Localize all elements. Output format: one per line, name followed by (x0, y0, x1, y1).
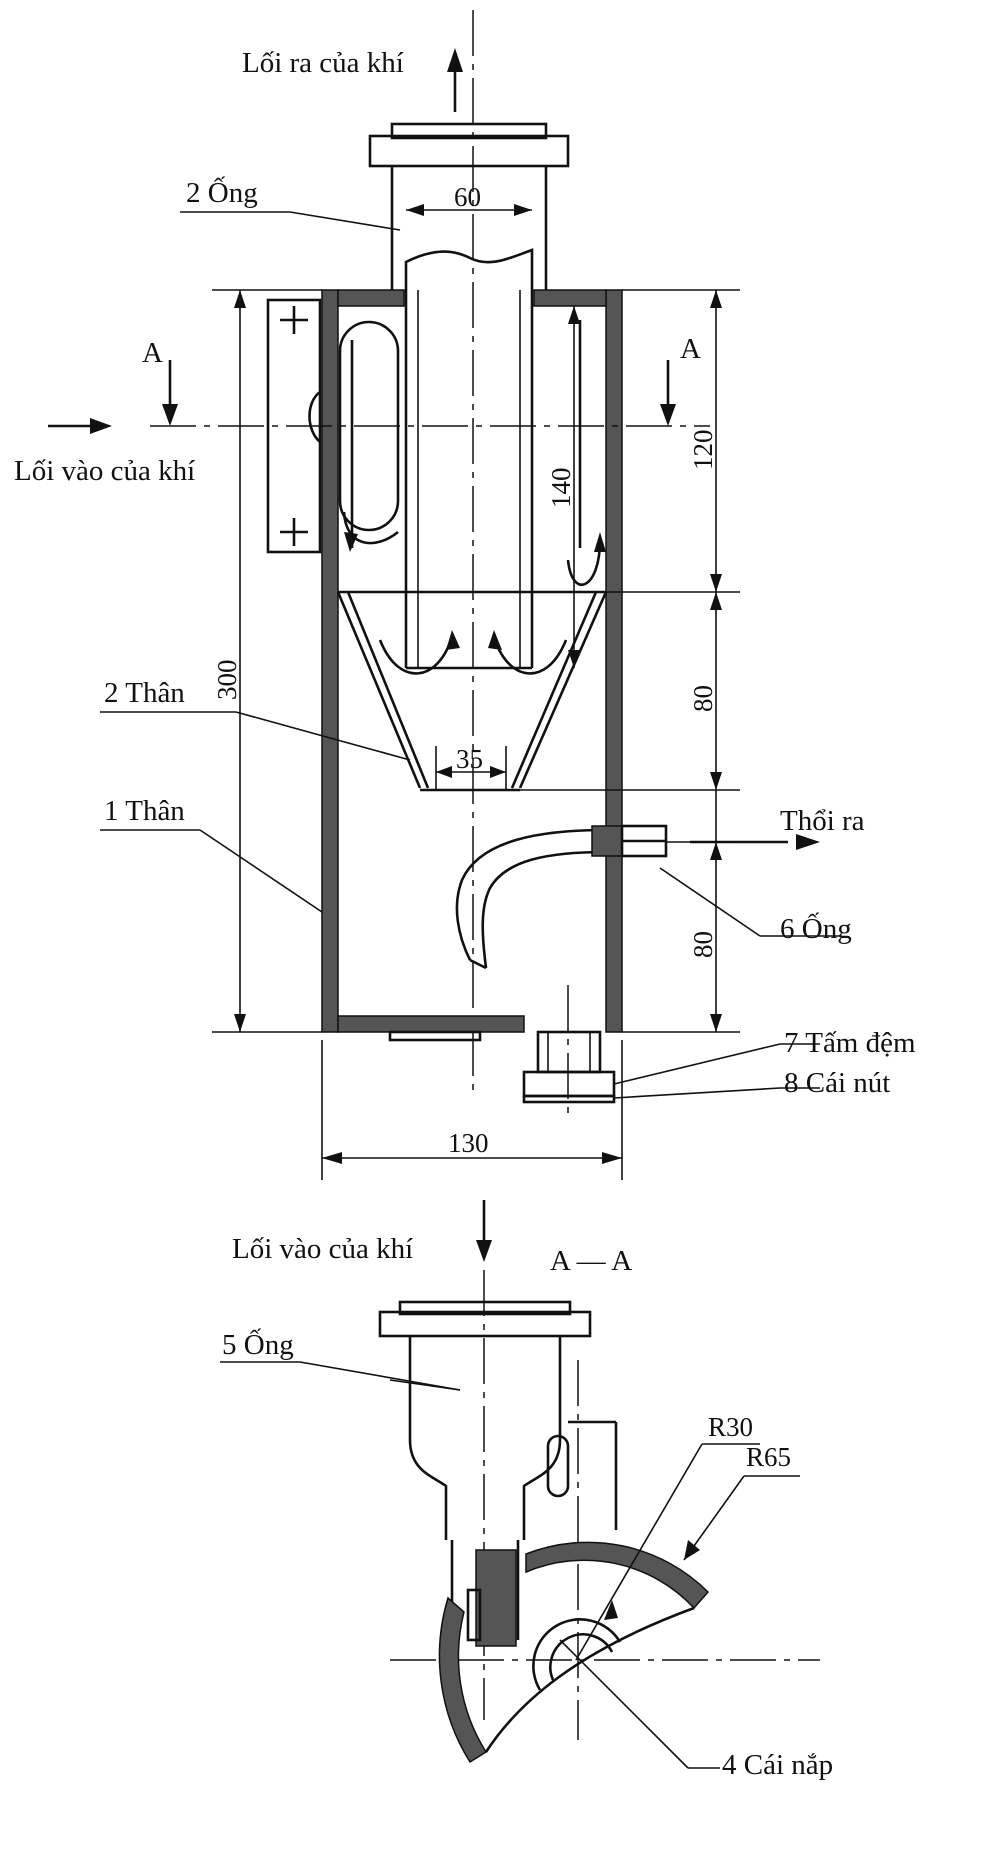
dim-pipe-diameter: 60 (406, 182, 532, 216)
part-2-body-label: 2 Thân (104, 677, 185, 709)
dim-80-cone-text: 80 (688, 685, 718, 712)
inner-cone (336, 590, 608, 792)
exhaust-label: Thổi ra (780, 805, 865, 837)
dim-80-lower-text: 80 (688, 931, 718, 958)
dim-total-height: 300 (212, 289, 322, 1033)
dim-130-text: 130 (448, 1128, 489, 1158)
inlet-flange (378, 1300, 592, 1338)
dim-120-text: 120 (688, 430, 718, 471)
part-5-pipe-label: 5 Ống (222, 1327, 294, 1361)
swirl-arrow-icon (594, 532, 606, 552)
gas-inlet-side-label: Lối vào của khí (14, 455, 195, 487)
rising-arrow-icon (488, 630, 502, 650)
dim-140-text: 140 (546, 468, 576, 509)
main-view: A A 60 300 (14, 10, 916, 1262)
gas-outlet-label: Lối ra của khí (242, 47, 404, 79)
section-title: A — A (550, 1245, 632, 1277)
dim-pipe-height: 140 (546, 306, 580, 668)
part-1-body-label: 1 Thân (104, 795, 185, 827)
gas-inlet-bottom-label: Lối vào của khí (232, 1233, 413, 1265)
radius-r65-label: R65 (746, 1442, 791, 1472)
radius-leaders (220, 1361, 800, 1769)
inlet-pipe (408, 1336, 618, 1647)
section-mark-left: A (142, 337, 163, 369)
section-arrow-icon (162, 404, 178, 426)
swirl-flow (338, 320, 606, 675)
part-2-pipe-label: 2 Ống (186, 175, 258, 209)
outlet-flange (368, 122, 570, 290)
dim-35-text: 35 (456, 744, 483, 774)
section-mark-right: A (680, 333, 701, 365)
flow-arrows (48, 48, 820, 1262)
section-view: Lối vào của khí A — A (220, 1233, 833, 1781)
part-6-pipe-label: 6 Ống (780, 911, 852, 945)
part-8-label: 8 Cái nút (784, 1067, 890, 1099)
section-arrow-icon (660, 404, 676, 426)
bottom-inlet-arrow-icon (476, 1240, 492, 1262)
outer-body (321, 289, 623, 1042)
exhaust-arrow-icon (796, 834, 820, 850)
outer-shell-arc (438, 1541, 710, 1764)
drain-plug (522, 985, 616, 1118)
exhaust-pipe (455, 824, 668, 970)
rising-arrow-icon (446, 630, 460, 650)
dim-body-width: 130 (321, 1040, 623, 1180)
outlet-arrow-icon (447, 48, 463, 72)
section-line-a: A A (142, 333, 710, 427)
part-7-label: 7 Tấm đệm (784, 1027, 916, 1059)
swirl-arrow-icon (344, 532, 358, 552)
inlet-arrow-icon (90, 418, 112, 434)
dim-300-text: 300 (212, 660, 242, 701)
leader-lines (100, 211, 840, 1099)
dim-cone-outlet: 35 (435, 744, 507, 790)
inner-circle (532, 1618, 622, 1691)
part-4-label: 4 Cái nắp (722, 1749, 833, 1781)
radius-r30-label: R30 (708, 1412, 753, 1442)
dim-60-text: 60 (454, 182, 481, 212)
outlet-pipe (404, 248, 534, 670)
dim-chain-right: 120 80 80 (520, 289, 740, 1033)
